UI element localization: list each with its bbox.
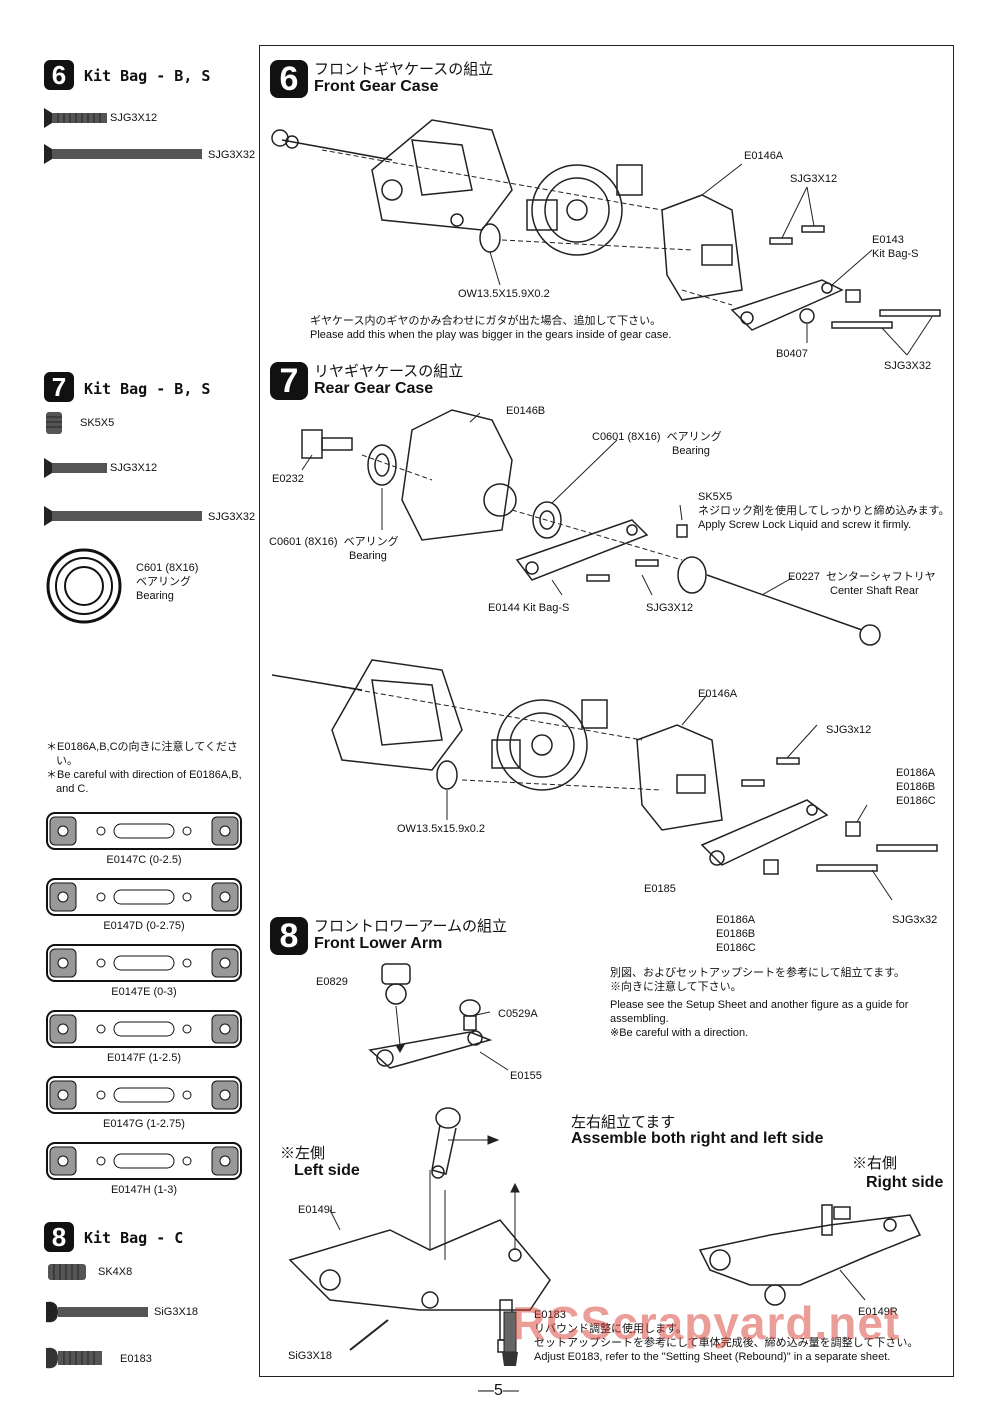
label-e0155: E0155 xyxy=(510,1070,542,1082)
part-label: SK4X8 xyxy=(98,1266,133,1278)
step8-kit-title: Kit Bag - C xyxy=(84,1229,184,1247)
part-label: E0183 xyxy=(120,1353,152,1365)
label-sjg3x12-7: SJG3X12 xyxy=(646,602,694,614)
label-ow-7: OW13.5x15.9x0.2 xyxy=(397,823,486,835)
label-e0146a-7: E0146A xyxy=(698,688,738,700)
screw-sjg3x32-icon xyxy=(44,144,202,164)
shim-label: E0147E (0-3) xyxy=(111,986,177,998)
label-e0149r: E0149R xyxy=(858,1306,898,1318)
label-e0232: E0232 xyxy=(272,473,304,485)
part-label: SK5X5 xyxy=(80,417,115,429)
shim-plate-icon xyxy=(46,944,242,982)
label-b0407: B0407 xyxy=(776,348,808,360)
right-lower-arm-diagram xyxy=(698,1204,922,1306)
step6-title-jp: フロントギヤケースの組立 xyxy=(314,61,494,78)
bearing-label: C601 (8X16) ベアリング Bearing xyxy=(136,562,199,602)
rebound-note: E0183 リバウンド調整に使用します。 セットアップシートを参考にして車体完成… xyxy=(534,1309,919,1363)
shim-plate-icon xyxy=(46,1010,242,1048)
part-label: SJG3X32 xyxy=(208,511,256,523)
step6-badge: 6 xyxy=(270,60,308,98)
part-label: SiG3X18 xyxy=(154,1306,199,1318)
rear-gear-case-assembly-diagram xyxy=(271,659,938,901)
label-sjg3x32: SJG3X32 xyxy=(884,360,932,372)
right-side-jp: ※右側 xyxy=(852,1155,898,1172)
e0183-screw-icon xyxy=(502,1311,518,1366)
shim-label: E0147G (1-2.75) xyxy=(103,1118,185,1130)
screw-sjg3x12-icon xyxy=(44,108,107,128)
shim-direction-note: ＊E0186A,B,Cの向きに注意してくださ い。 ＊Be careful wi… xyxy=(46,741,242,795)
part-label: SJG3X32 xyxy=(208,149,256,161)
shim-label: E0147D (0-2.75) xyxy=(103,920,185,932)
screw-sjg3x12-icon xyxy=(44,458,107,478)
shim-label: E0147C (0-2.5) xyxy=(106,854,182,866)
shim-plate-icon xyxy=(46,812,242,850)
shim-plate-icon xyxy=(46,1076,242,1114)
label-c0529a: C0529A xyxy=(498,1008,538,1020)
shim-label: E0147H (1-3) xyxy=(110,1184,178,1196)
step7-kit-badge: 7 xyxy=(44,372,74,402)
step8-kit-badge: 8 xyxy=(44,1222,74,1252)
step6-title-en: Front Gear Case xyxy=(314,78,439,95)
label-e0185: E0185 xyxy=(644,883,676,895)
bearing-icon xyxy=(46,548,122,624)
step6-kit-title: Kit Bag - B, S xyxy=(84,67,211,85)
shim-plate-icon xyxy=(46,878,242,916)
label-ow: OW13.5X15.9X0.2 xyxy=(458,288,550,300)
label-sjg3x12: SJG3X12 xyxy=(790,173,838,185)
set-screw-sk5x5-icon xyxy=(46,412,62,434)
label-e0144: E0144 Kit Bag-S xyxy=(488,602,570,614)
step6-kit-badge: 6 xyxy=(44,60,74,90)
set-screw-sk4x8-icon xyxy=(48,1264,86,1280)
label-e0829: E0829 xyxy=(316,976,348,988)
right-side-en: Right side xyxy=(866,1174,944,1191)
step8-title-en: Front Lower Arm xyxy=(314,935,443,952)
adjust-screw-e0183-icon xyxy=(46,1347,102,1369)
screw-sjg3x32-icon xyxy=(44,506,202,526)
left-side-en: Left side xyxy=(294,1162,360,1179)
label-e0146b: E0146B xyxy=(506,405,546,417)
shim-label: E0147F (1-2.5) xyxy=(107,1052,181,1064)
main-instruction-frame xyxy=(259,45,954,1377)
step8-title-jp: フロントロワーアームの組立 xyxy=(314,918,508,935)
step8-badge: 8 xyxy=(270,917,308,955)
step7-title-jp: リヤギヤケースの組立 xyxy=(314,363,464,380)
left-side-jp: ※左側 xyxy=(280,1145,326,1162)
label-e0149l: E0149L xyxy=(298,1204,336,1216)
label-sjg3x12-7b: SJG3x12 xyxy=(826,724,872,736)
step7-title-en: Rear Gear Case xyxy=(314,380,434,397)
step7-kit-title: Kit Bag - B, S xyxy=(84,380,211,398)
assemble-jp: 左右組立てます xyxy=(571,1114,676,1131)
label-sjg3x32-7b: SJG3x32 xyxy=(892,914,938,926)
assemble-en: Assemble both right and left side xyxy=(571,1130,824,1147)
page-number: —5— xyxy=(478,1382,519,1399)
rear-gear-case-diagram xyxy=(301,409,881,646)
front-gear-case-diagram xyxy=(271,119,941,356)
step7-badge: 7 xyxy=(270,362,308,400)
part-label: SJG3X12 xyxy=(110,112,158,124)
step6-note: ギヤケース内のギヤのかみ合わせにガタが出た場合、追加して下さい。Please a… xyxy=(310,315,672,341)
step8-note: 別図、およびセットアップシートを参考にして組立てます。 ※向きに注意して下さい。… xyxy=(610,967,909,1039)
label-e0146a: E0146A xyxy=(744,150,784,162)
watermark: RCScrapyard.net xyxy=(512,1297,901,1349)
shim-plate-icon xyxy=(46,1142,242,1180)
label-sig3x18: SiG3X18 xyxy=(288,1350,333,1362)
part-label: SJG3X12 xyxy=(110,462,158,474)
front-lower-arm-parts-diagram xyxy=(368,963,509,1071)
button-screw-sig3x18-icon xyxy=(46,1301,148,1323)
